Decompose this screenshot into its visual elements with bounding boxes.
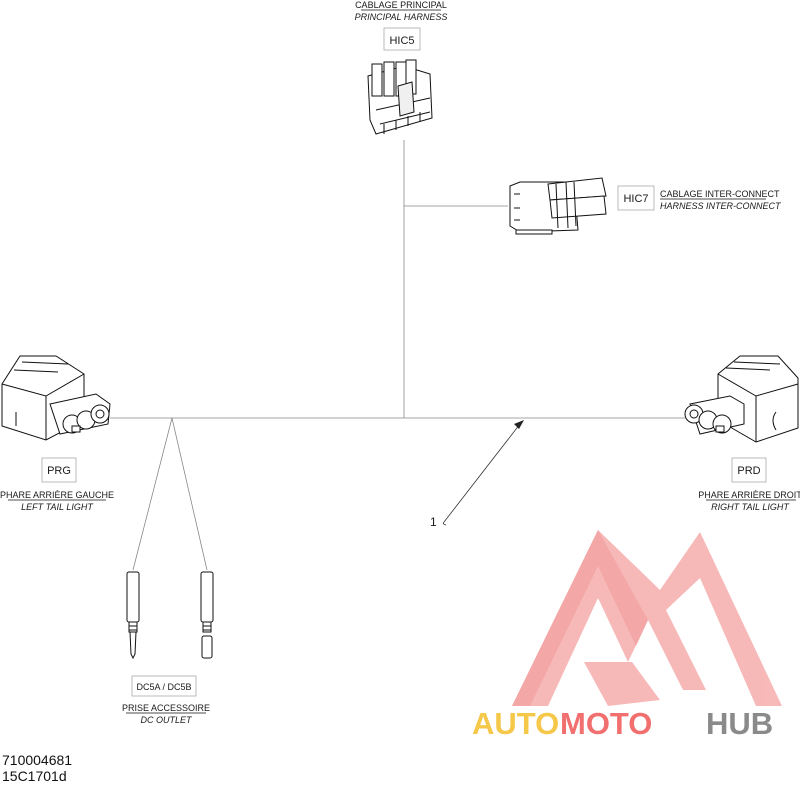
part-number: 710004681: [2, 752, 73, 768]
watermark-text-moto: MOTO: [560, 706, 653, 741]
dc5-title-en: DC OUTLET: [140, 715, 193, 725]
hic5-title-en: PRINCIPAL HARNESS: [355, 12, 448, 22]
watermark-text-auto: AUTO: [472, 706, 560, 741]
dc5-code: DC5A / DC5B: [136, 682, 191, 692]
watermark-logo: [512, 530, 782, 706]
hic7-title-en: HARNESS INTER-CONNECT: [660, 201, 782, 211]
hic7-code-box: [617, 185, 655, 211]
dc5-title-fr: PRISE ACCESSOIRE: [122, 703, 210, 713]
hic7-code: HIC7: [623, 193, 648, 205]
callout-leader: [442, 420, 524, 526]
prd-code: PRD: [737, 465, 760, 477]
watermark-text-hub: HUB: [706, 706, 774, 741]
prd-title-en: RIGHT TAIL LIGHT: [711, 502, 790, 512]
hic5-title-fr: CABLAGE PRINCIPAL: [355, 0, 447, 10]
hic5-code-box: [383, 27, 421, 51]
callout-number: 1: [430, 515, 437, 529]
drawing-code: 15C1701d: [2, 768, 67, 784]
dc5-code-box: [131, 675, 197, 697]
prd-code-box: [731, 457, 767, 483]
prg-title-fr: PHARE ARRIÈRE GAUCHE: [0, 490, 114, 500]
hic5-code: HIC5: [389, 35, 414, 47]
harness-wires: [110, 140, 690, 571]
hic7-connector: [509, 177, 607, 235]
dc5a-pin: [126, 571, 140, 660]
prg-code: PRG: [47, 465, 71, 477]
prd-connector: [684, 355, 799, 443]
hic7-title-fr: CABLAGE INTER-CONNECT: [660, 189, 780, 199]
prg-title-en: LEFT TAIL LIGHT: [21, 502, 94, 512]
prg-code-box: [41, 457, 77, 483]
hic5-connector: [367, 59, 433, 135]
dc5b-pin: [200, 571, 214, 659]
prd-title-fr: PHARE ARRIÈRE DROIT: [698, 490, 800, 500]
prg-connector: [1, 355, 111, 441]
